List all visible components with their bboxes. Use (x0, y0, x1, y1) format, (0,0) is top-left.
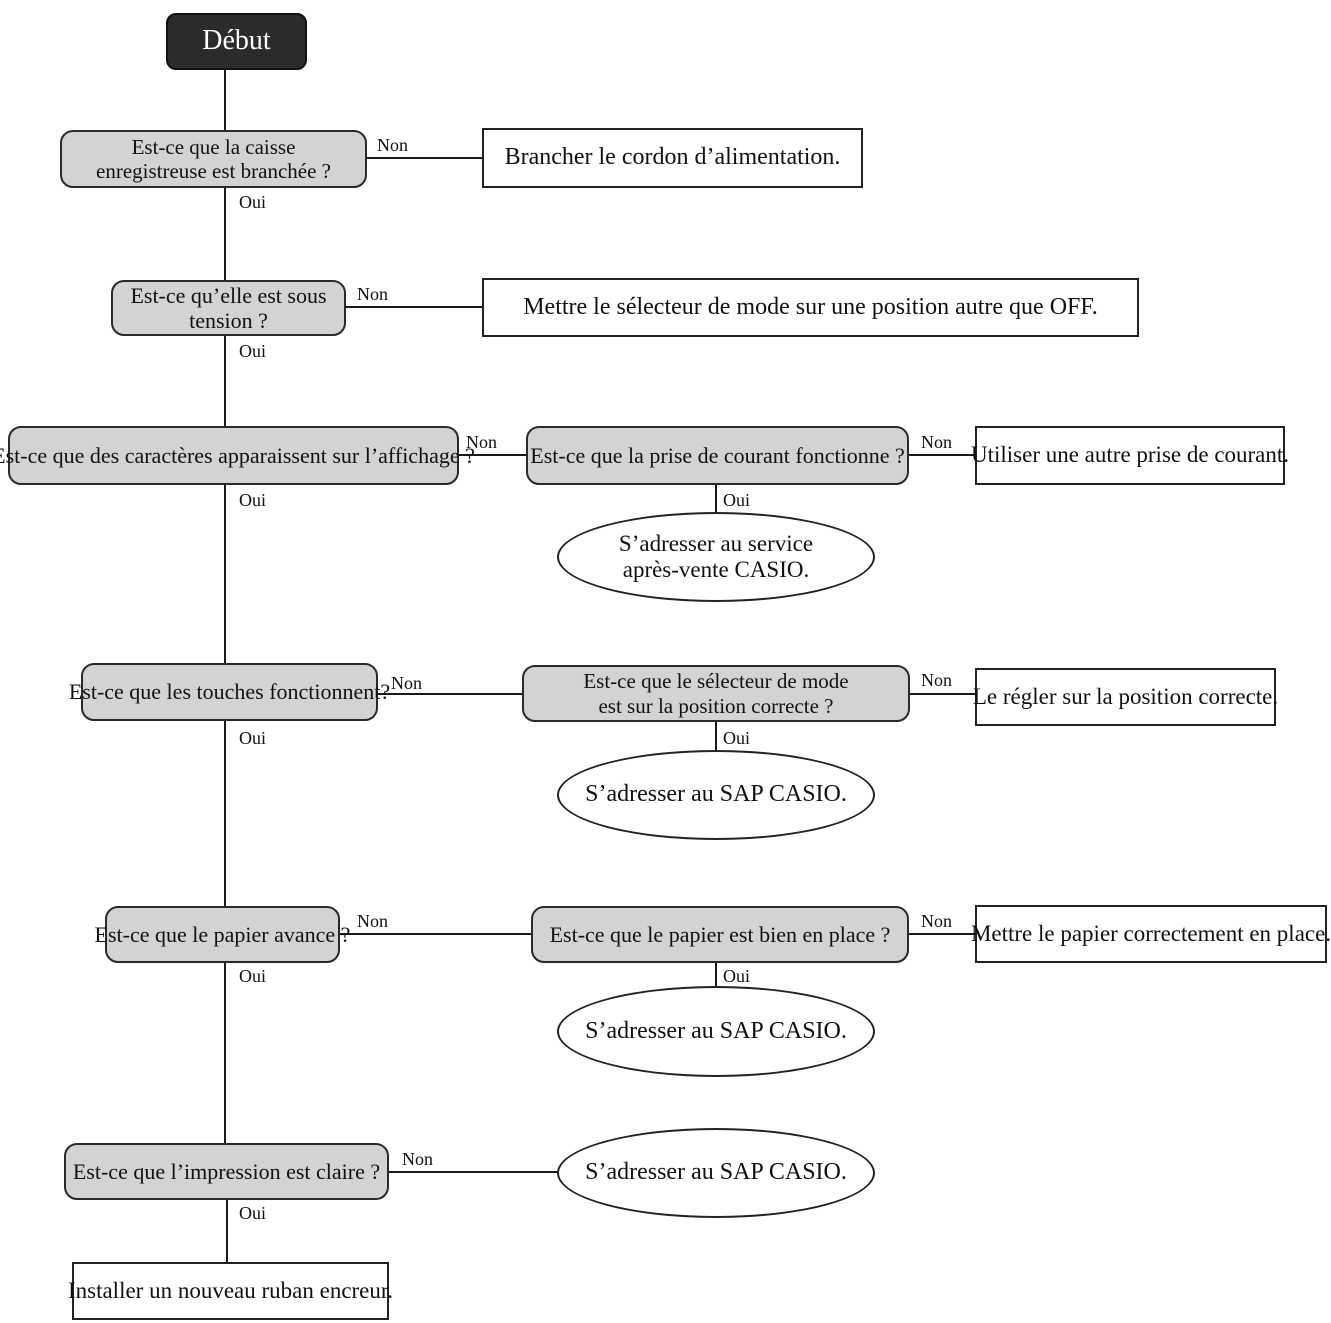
label-yes: Oui (239, 490, 266, 510)
action-mode-off: Mettre le sélecteur de mode sur une posi… (482, 278, 1139, 337)
label-no: Non (921, 432, 952, 452)
action-place-paper: Mettre le papier correctement en place. (971, 905, 1331, 963)
service-after-sales: S’adresser au service après-vente CASIO. (557, 512, 875, 602)
label-yes: Oui (723, 728, 750, 748)
label-no: Non (402, 1149, 433, 1169)
service-sap-paper: S’adresser au SAP CASIO. (557, 986, 875, 1077)
label-no: Non (391, 673, 422, 693)
label-no: Non (377, 135, 408, 155)
label-yes: Oui (239, 1203, 266, 1223)
label-yes: Oui (239, 341, 266, 361)
label-yes: Oui (723, 966, 750, 986)
action-new-ribbon: Installer un nouveau ruban encreur. (68, 1262, 393, 1320)
start-node: Début (166, 13, 307, 70)
question-print-clear: Est-ce que l’impression est claire ? (64, 1143, 389, 1200)
question-mode-selector: Est-ce que le sélecteur de mode est sur … (522, 665, 910, 722)
question-keys: Est-ce que les touches fonctionnent? (69, 663, 390, 721)
question-power-cord: Est-ce que la caisse enregistreuse est b… (60, 130, 367, 188)
question-power-on: Est-ce qu’elle est sous tension ? (111, 280, 346, 336)
service-sap-keys: S’adresser au SAP CASIO. (557, 750, 875, 840)
action-set-position: Le régler sur la position correcte. (973, 668, 1278, 726)
label-yes: Oui (239, 192, 266, 212)
label-no: Non (357, 911, 388, 931)
label-yes: Oui (239, 728, 266, 748)
action-other-outlet: Utiliser une autre prise de courant. (971, 426, 1289, 485)
label-no: Non (921, 670, 952, 690)
question-paper-placed: Est-ce que le papier est bien en place ? (531, 906, 909, 963)
label-no: Non (921, 911, 952, 931)
service-sap-print: S’adresser au SAP CASIO. (557, 1128, 875, 1218)
label-no: Non (357, 284, 388, 304)
label-yes: Oui (723, 490, 750, 510)
label-yes: Oui (239, 966, 266, 986)
question-paper-feed: Est-ce que le papier avance ? (95, 906, 350, 963)
action-plug-cord: Brancher le cordon d’alimentation. (482, 128, 863, 188)
question-display: Est-ce que des caractères apparaissent s… (0, 426, 475, 485)
question-outlet: Est-ce que la prise de courant fonctionn… (526, 426, 909, 485)
label-no: Non (466, 432, 497, 452)
